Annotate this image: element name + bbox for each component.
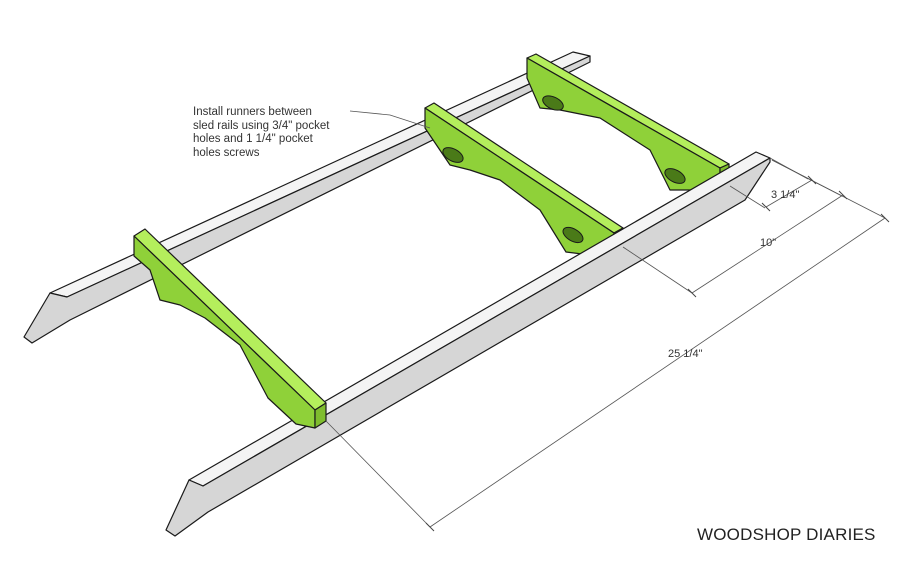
installation-note-line: sled rails using 3/4" pocket <box>193 119 330 132</box>
dimension-medium: 10" <box>760 237 776 249</box>
installation-note-line: holes screws <box>193 146 260 159</box>
dimension-large: 25 1/4" <box>668 348 703 360</box>
front-runner-face <box>133 235 316 429</box>
callout-leader <box>349 110 431 129</box>
dim-line-small <box>765 179 813 208</box>
pocket-hole <box>664 168 686 184</box>
brand-watermark: WOODSHOP DIARIES <box>697 525 876 544</box>
middle-runner-top <box>424 102 624 234</box>
dim-line-medium <box>691 194 844 294</box>
middle-runner-face <box>424 107 615 256</box>
back-runner-top <box>526 53 730 169</box>
dim-line-large <box>429 217 886 528</box>
pocket-hole <box>542 95 564 111</box>
front-sled-rail <box>165 151 771 537</box>
installation-note: Install runners between sled rails using… <box>193 106 368 160</box>
back-runner <box>526 53 730 191</box>
pocket-hole <box>562 226 584 244</box>
installation-note-line: holes and 1 1/4" pocket <box>193 133 313 145</box>
front-runner-top <box>133 228 327 411</box>
middle-runner <box>424 102 624 256</box>
front-rail-side <box>165 157 771 537</box>
front-runner <box>133 228 327 429</box>
dimension-small: 3 1/4" <box>771 189 799 201</box>
pocket-hole <box>442 147 464 163</box>
back-runner-face <box>526 57 721 191</box>
installation-note-line: Install runners between <box>193 106 312 118</box>
